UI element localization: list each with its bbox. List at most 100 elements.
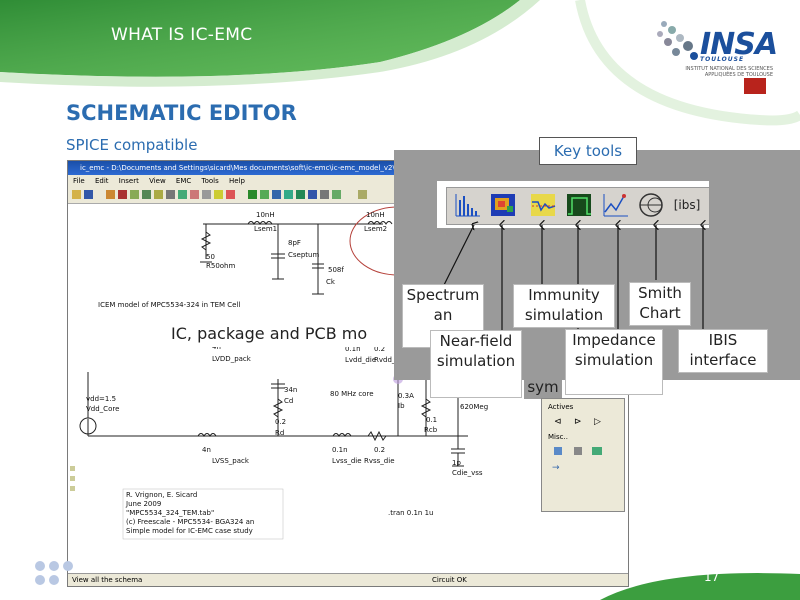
capacitor-value: 8pF <box>288 239 301 247</box>
near-field-label: Near-field simulation <box>430 330 522 398</box>
resistor-name: R50ohm <box>206 262 236 270</box>
schematic-wires <box>70 206 468 540</box>
logo-dots-icon <box>657 21 698 60</box>
capacitor-name: Cdie_vss <box>452 469 483 477</box>
inductor-value: 0.1n <box>345 345 361 353</box>
near-field-small-icon[interactable] <box>272 190 281 199</box>
misc-small-icon[interactable] <box>358 190 367 199</box>
author-note: "MPC5534_324_TEM.tab" <box>126 509 215 517</box>
current-source-value: 0.3A <box>398 392 414 400</box>
inductor-name: LVSS_pack <box>212 457 249 465</box>
graph-icon[interactable] <box>592 447 602 455</box>
source-icon[interactable] <box>178 190 187 199</box>
probe-icon[interactable] <box>214 190 223 199</box>
capacitor-name: Ck <box>326 278 335 286</box>
menu-file[interactable]: File <box>73 177 85 185</box>
inductor-name: Lsem2 <box>364 225 388 233</box>
menu-view[interactable]: View <box>149 177 166 185</box>
palette-misc-label: Misc.. <box>548 433 568 441</box>
menu-emc[interactable]: EMC <box>175 177 192 185</box>
resistor-value: 50 <box>206 253 215 261</box>
diode-icon[interactable]: ⊲ <box>554 417 562 427</box>
core-label: 80 MHz core <box>330 390 374 398</box>
section-title: WHAT IS IC-EMC <box>111 25 253 45</box>
source-value: vdd=1.5 <box>86 395 117 403</box>
capacitor-value: 1p <box>452 459 461 467</box>
slide-subtitle: SPICE compatible <box>66 136 198 154</box>
resistor-value: 0.1 <box>426 416 438 424</box>
resistor-name: Rcb <box>424 426 438 434</box>
near-field-icon[interactable] <box>487 190 519 220</box>
run-icon[interactable] <box>248 190 257 199</box>
resistor-icon[interactable] <box>130 190 139 199</box>
immunity-small-icon[interactable] <box>284 190 293 199</box>
impedance-label: Impedance simulation <box>565 329 663 395</box>
spectrum-icon[interactable] <box>451 190 483 220</box>
model-note: ICEM model of MPC5534-324 in TEM Cell <box>98 301 241 309</box>
inductor-value: 4n <box>202 446 211 454</box>
cut-icon[interactable] <box>118 190 127 199</box>
resistor-value: 0.2 <box>374 345 386 353</box>
university-logo-icon <box>744 78 766 94</box>
impedance-small-icon[interactable] <box>296 190 305 199</box>
author-note: Simple model for IC-EMC case study <box>126 527 253 535</box>
logo-subtitle: TOULOUSE <box>700 56 745 63</box>
resistor-value: 0.2 <box>275 418 287 426</box>
key-tools-toolbar: [ibs] <box>446 187 710 225</box>
inductor-name: Lvss_die <box>332 457 362 465</box>
slide-number: 17 <box>704 570 720 584</box>
select-icon[interactable] <box>106 190 115 199</box>
palette-actives-label: Actives <box>548 403 574 411</box>
inductor-name: Lvdd_die <box>345 356 377 364</box>
save-icon[interactable] <box>84 190 93 199</box>
curve-small-icon[interactable] <box>308 190 317 199</box>
impedance-icon[interactable] <box>563 190 595 220</box>
ic-package-pcb-label: IC, package and PCB mo <box>165 321 415 347</box>
smith-small-icon[interactable] <box>320 190 329 199</box>
arrow-icon[interactable]: → <box>552 463 560 473</box>
inductor-icon[interactable] <box>154 190 163 199</box>
inductor-value: 0.1n <box>332 446 348 454</box>
zoom-icon[interactable] <box>226 190 235 199</box>
open-icon[interactable] <box>72 190 81 199</box>
capacitor-name: Cd <box>284 397 294 405</box>
capacitor-value: 34n <box>284 386 298 394</box>
resistor-value: 620Meg <box>460 403 489 411</box>
immunity-label: Immunity simulation <box>513 284 615 328</box>
smith-chart-label: Smith Chart <box>629 282 691 326</box>
resistor-name: Rvss_die <box>364 457 395 465</box>
sym-label: sym <box>524 377 562 399</box>
menu-insert[interactable]: Insert <box>118 177 139 185</box>
status-left: View all the schema <box>72 576 143 584</box>
ground-icon[interactable] <box>166 190 175 199</box>
buffer-icon[interactable]: ▷ <box>594 417 601 427</box>
wire-icon[interactable] <box>190 190 199 199</box>
smith-chart-icon[interactable] <box>635 190 667 220</box>
text-icon[interactable] <box>202 190 211 199</box>
probe-icon[interactable] <box>554 447 562 455</box>
status-right: Circuit OK <box>432 576 467 584</box>
logo-institute: INSTITUT NATIONAL DES SCIENCES APPLIQUÉE… <box>685 66 773 78</box>
inductor-value: 10nH <box>256 211 275 219</box>
key-tools-arrows <box>443 215 800 333</box>
menu-help[interactable]: Help <box>229 177 245 185</box>
immunity-icon[interactable] <box>527 190 559 220</box>
ibis-small-icon[interactable] <box>332 190 341 199</box>
header-arc-decoration <box>575 0 800 126</box>
ibis-icon-curve[interactable] <box>599 190 631 220</box>
capacitor-icon[interactable] <box>142 190 151 199</box>
key-tools-heading: Key tools <box>539 137 637 165</box>
capacitor-name: Cseptum <box>288 251 320 259</box>
author-note: (c) Freescale - MPC5534- BGA324 an <box>126 518 255 526</box>
menu-tools[interactable]: Tools <box>201 177 219 185</box>
menu-edit[interactable]: Edit <box>94 177 109 185</box>
component-palette: Actives ⊲ ⊳ ▷ Misc.. → <box>541 398 625 512</box>
text-box-icon[interactable] <box>574 447 582 455</box>
spectrum-small-icon[interactable] <box>260 190 269 199</box>
footer-band <box>35 561 800 600</box>
inductor-name: Lsem1 <box>254 225 278 233</box>
insa-logo <box>650 12 775 97</box>
transistor-icon[interactable]: ⊳ <box>574 417 582 427</box>
ibs-icon[interactable]: [ibs] <box>673 198 701 212</box>
app-statusbar: View all the schema Circuit OK <box>68 573 628 586</box>
